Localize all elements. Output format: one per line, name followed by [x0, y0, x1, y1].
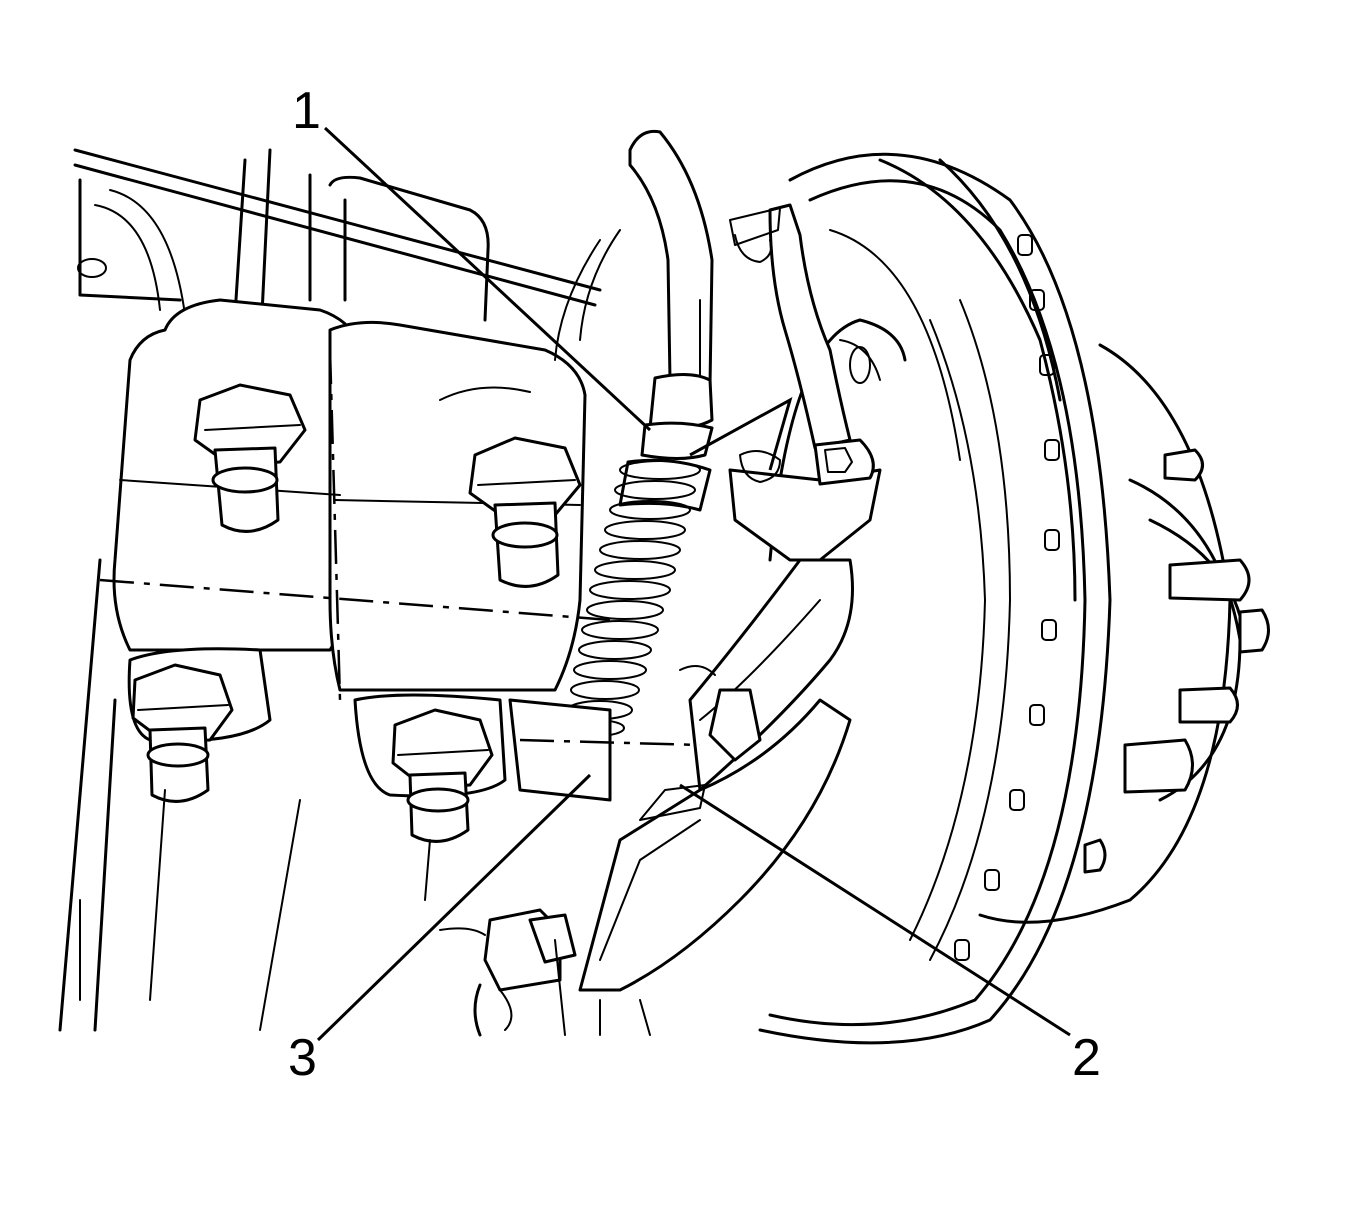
brake-shoe: [578, 558, 854, 992]
parking-brake-lever: [728, 203, 882, 562]
leader-3: [316, 773, 592, 1042]
callout-1: 1: [292, 82, 321, 140]
rotor-vents: [954, 234, 1060, 961]
nut-upper-left: [193, 383, 307, 533]
nut-lower-right: [391, 708, 494, 901]
leader-2: [679, 783, 1071, 1037]
callout-3: 3: [288, 1029, 317, 1087]
leader-1: [323, 126, 652, 432]
nut-lower-left: [131, 663, 234, 1001]
callout-leaders: [316, 126, 1071, 1042]
leader-1b: [689, 396, 793, 471]
brake-cable-conduit: [628, 129, 714, 387]
nut-upper-right: [468, 436, 582, 588]
callout-2: 2: [1072, 1029, 1101, 1087]
cable-fitting: [640, 373, 714, 460]
brake-rotor: [758, 152, 1112, 1045]
wheel-hub: [978, 343, 1270, 924]
adjuster-assembly: [473, 908, 651, 1037]
background-details: [439, 229, 716, 936]
mounting-nuts: [131, 383, 582, 1001]
